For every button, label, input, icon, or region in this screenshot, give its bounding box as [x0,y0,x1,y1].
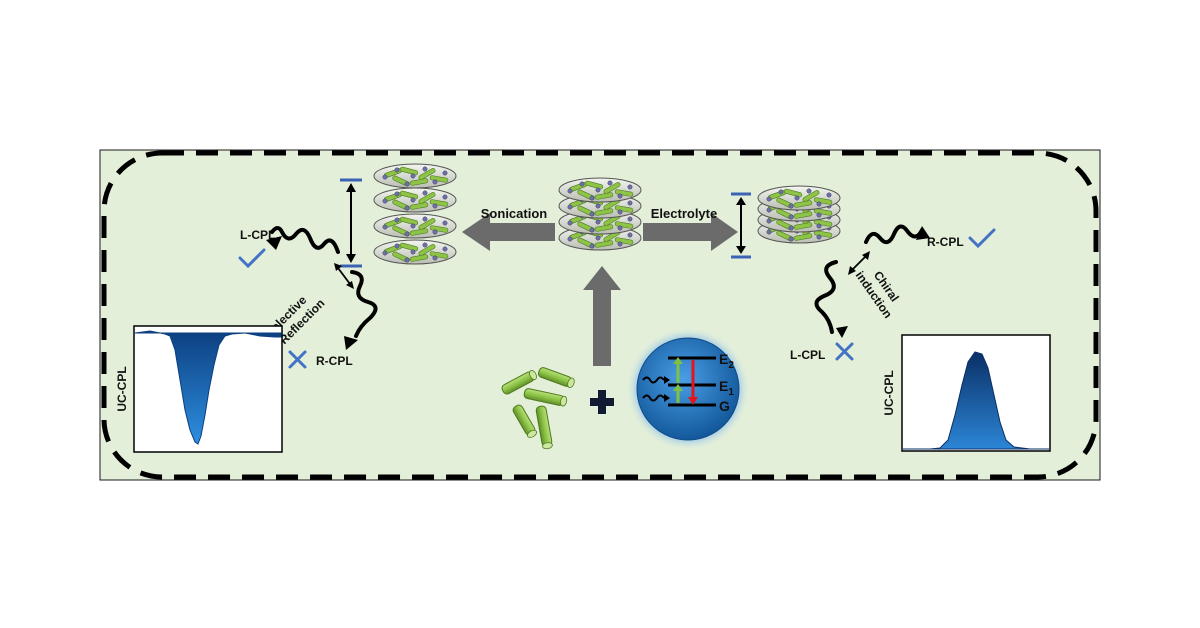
level-g-label: G [719,398,730,414]
right-plot-signal [903,351,1049,450]
right-plot-ylabel: UC-CPL [882,370,896,415]
cross-icon [835,342,854,361]
right-pitch-indicator [731,192,751,259]
left-lcpl-wave-icon [266,226,340,254]
cross-icon [288,350,307,369]
nanorod-cluster [501,367,575,450]
center-layer-stack [559,178,641,250]
right-rcpl-wave-icon [864,224,930,245]
right-uc-cpl-plot: UC-CPL [882,334,1051,452]
left-lcpl-label: L-CPL [240,228,275,242]
upconversion-nanoparticle: E2 E1 G [626,327,750,451]
left-plot-ylabel: UC-CPL [115,366,129,411]
check-icon [238,248,266,269]
right-layer-stack-compressed [758,186,840,243]
sonication-label: Sonication [481,206,548,221]
right-lcpl-wave-icon [814,260,848,338]
left-rcpl-wave-icon [344,270,378,350]
plus-icon [590,390,614,414]
right-double-arrow-icon [848,251,870,275]
sonication-arrow [462,213,555,251]
check-icon [968,228,996,249]
level-e2-label: E2 [719,351,734,371]
left-plot-signal [134,330,282,445]
level-e1-label: E1 [719,378,734,398]
right-lcpl-label: L-CPL [790,348,825,362]
left-double-arrow-icon [334,263,354,289]
left-uc-cpl-plot: UC-CPL [115,325,283,453]
electrolyte-arrow [643,213,738,251]
assembly-arrow [583,266,621,366]
left-pitch-indicator [340,178,362,268]
right-rcpl-label: R-CPL [927,235,964,249]
left-rcpl-label: R-CPL [316,354,353,368]
electrolyte-label: Electrolyte [651,206,717,221]
